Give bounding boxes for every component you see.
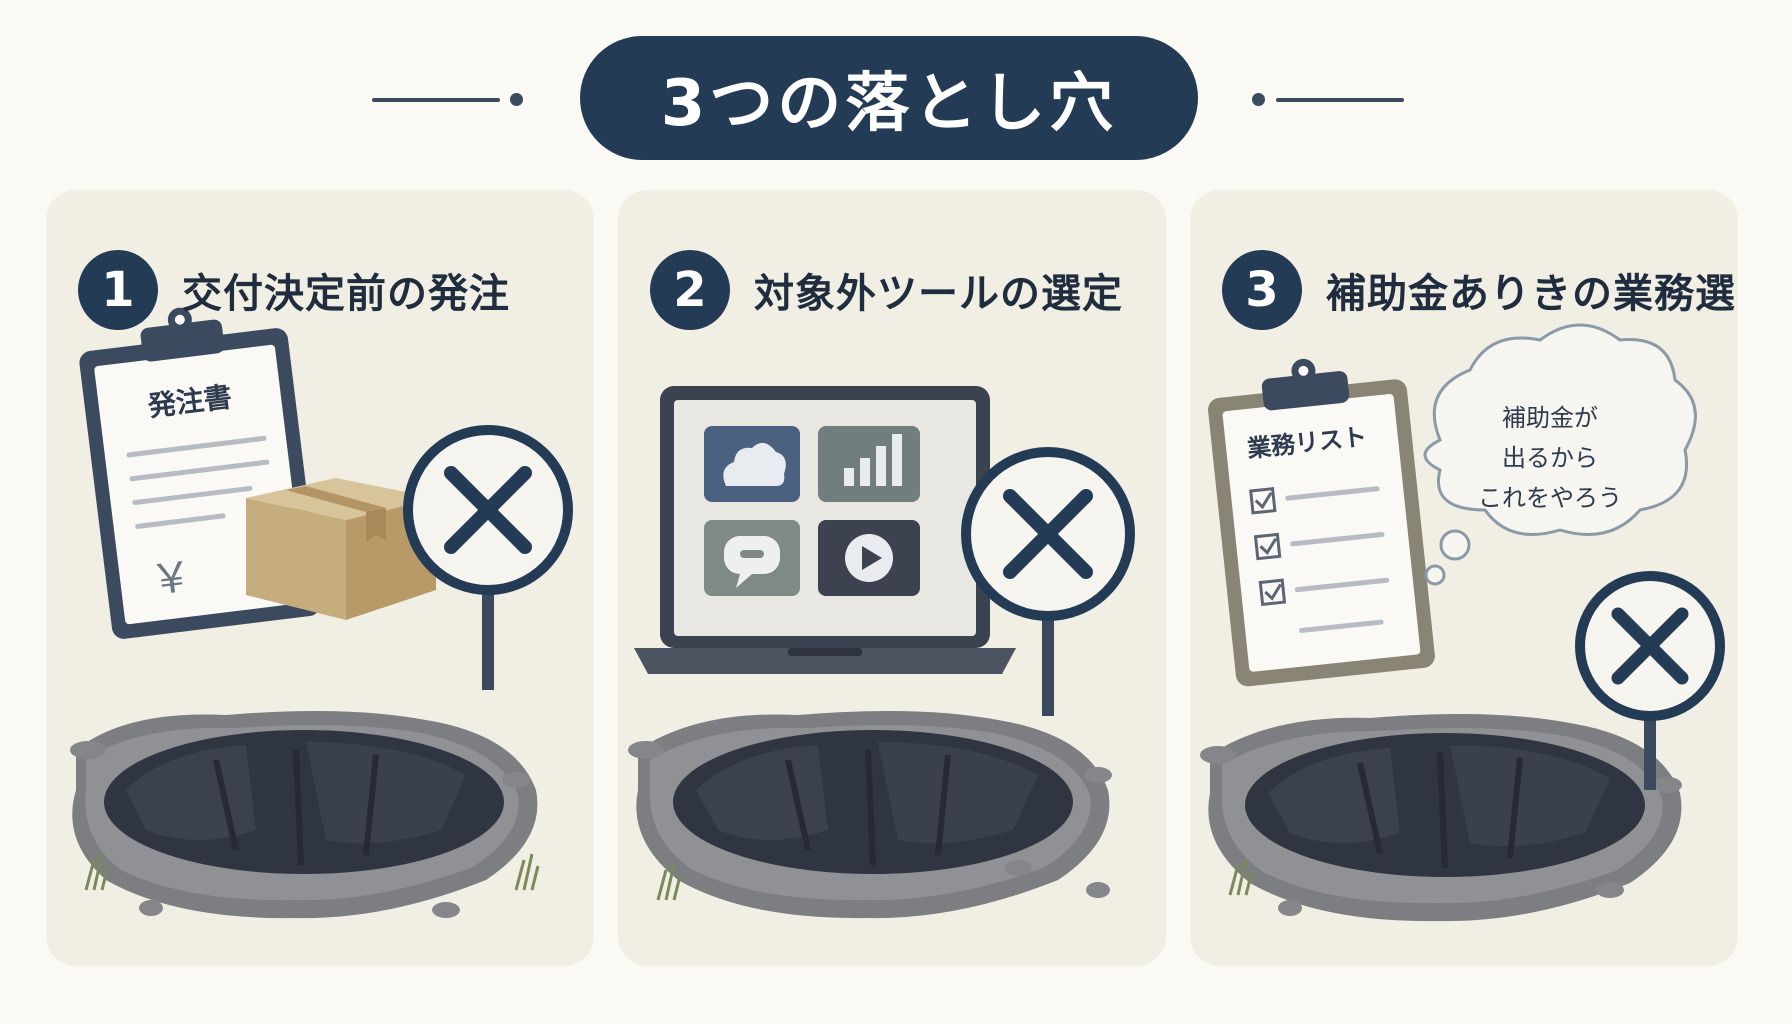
- thought-bubble-icon: 補助金が 出るから これをやろう: [1423, 323, 1697, 586]
- pitfall-number-badge: 3: [1222, 250, 1302, 330]
- laptop-icon: [634, 386, 1016, 674]
- pit-icon: [1208, 714, 1682, 922]
- checklist-icon: 業務リスト: [1208, 358, 1435, 687]
- pitfall-illustration-2: [628, 386, 1135, 919]
- pitfall-card-1: 発注書 ￥ 1 交付決定前の発注: [46, 190, 594, 966]
- yen-symbol: ￥: [147, 551, 195, 605]
- title-left-dot: [510, 93, 523, 106]
- cardboard-box-icon: [246, 478, 436, 620]
- play-icon: [845, 534, 893, 582]
- prohibited-sign-icon: [961, 447, 1135, 716]
- cloud-icon: [723, 442, 786, 486]
- pitfall-illustration-1: 発注書 ￥: [70, 307, 573, 919]
- title-right-dot: [1252, 93, 1265, 106]
- pitfall-card-3: 業務リスト 補助金が 出るから これをやろう 3 補助: [1190, 190, 1738, 966]
- bubble-line-1: 補助金が: [1502, 404, 1598, 432]
- page-title: 3つの落とし穴: [580, 36, 1198, 160]
- pitfall-card-2: 2 対象外ツールの選定: [618, 190, 1166, 966]
- pitfall-title: 対象外ツールの選定: [754, 271, 1123, 317]
- pitfall-number-badge: 2: [650, 250, 730, 330]
- pitfall-heading-3: 3 補助金ありきの業務選び: [1222, 250, 1738, 330]
- pit-icon: [72, 711, 538, 919]
- pitfall-title: 交付決定前の発注: [182, 271, 510, 317]
- pit-icon: [636, 711, 1110, 919]
- pitfall-title: 補助金ありきの業務選び: [1326, 271, 1738, 317]
- prohibited-sign-icon: [1575, 571, 1725, 790]
- pitfall-illustration-3: 業務リスト 補助金が 出るから これをやろう: [1200, 323, 1725, 922]
- title-area: 3つの落とし穴: [0, 36, 1792, 160]
- bubble-line-3: これをやろう: [1478, 484, 1622, 512]
- pitfall-number-badge: 1: [78, 250, 158, 330]
- pitfall-heading-2: 2 対象外ツールの選定: [650, 250, 1123, 330]
- title-left-rule: [372, 98, 500, 102]
- bubble-line-2: 出るから: [1502, 444, 1598, 472]
- title-right-rule: [1276, 98, 1404, 102]
- bar-chart-icon: [844, 434, 902, 486]
- prohibited-sign-icon: [403, 425, 573, 690]
- chat-bubble-icon: [724, 536, 780, 588]
- pitfall-heading-1: 1 交付決定前の発注: [78, 250, 510, 330]
